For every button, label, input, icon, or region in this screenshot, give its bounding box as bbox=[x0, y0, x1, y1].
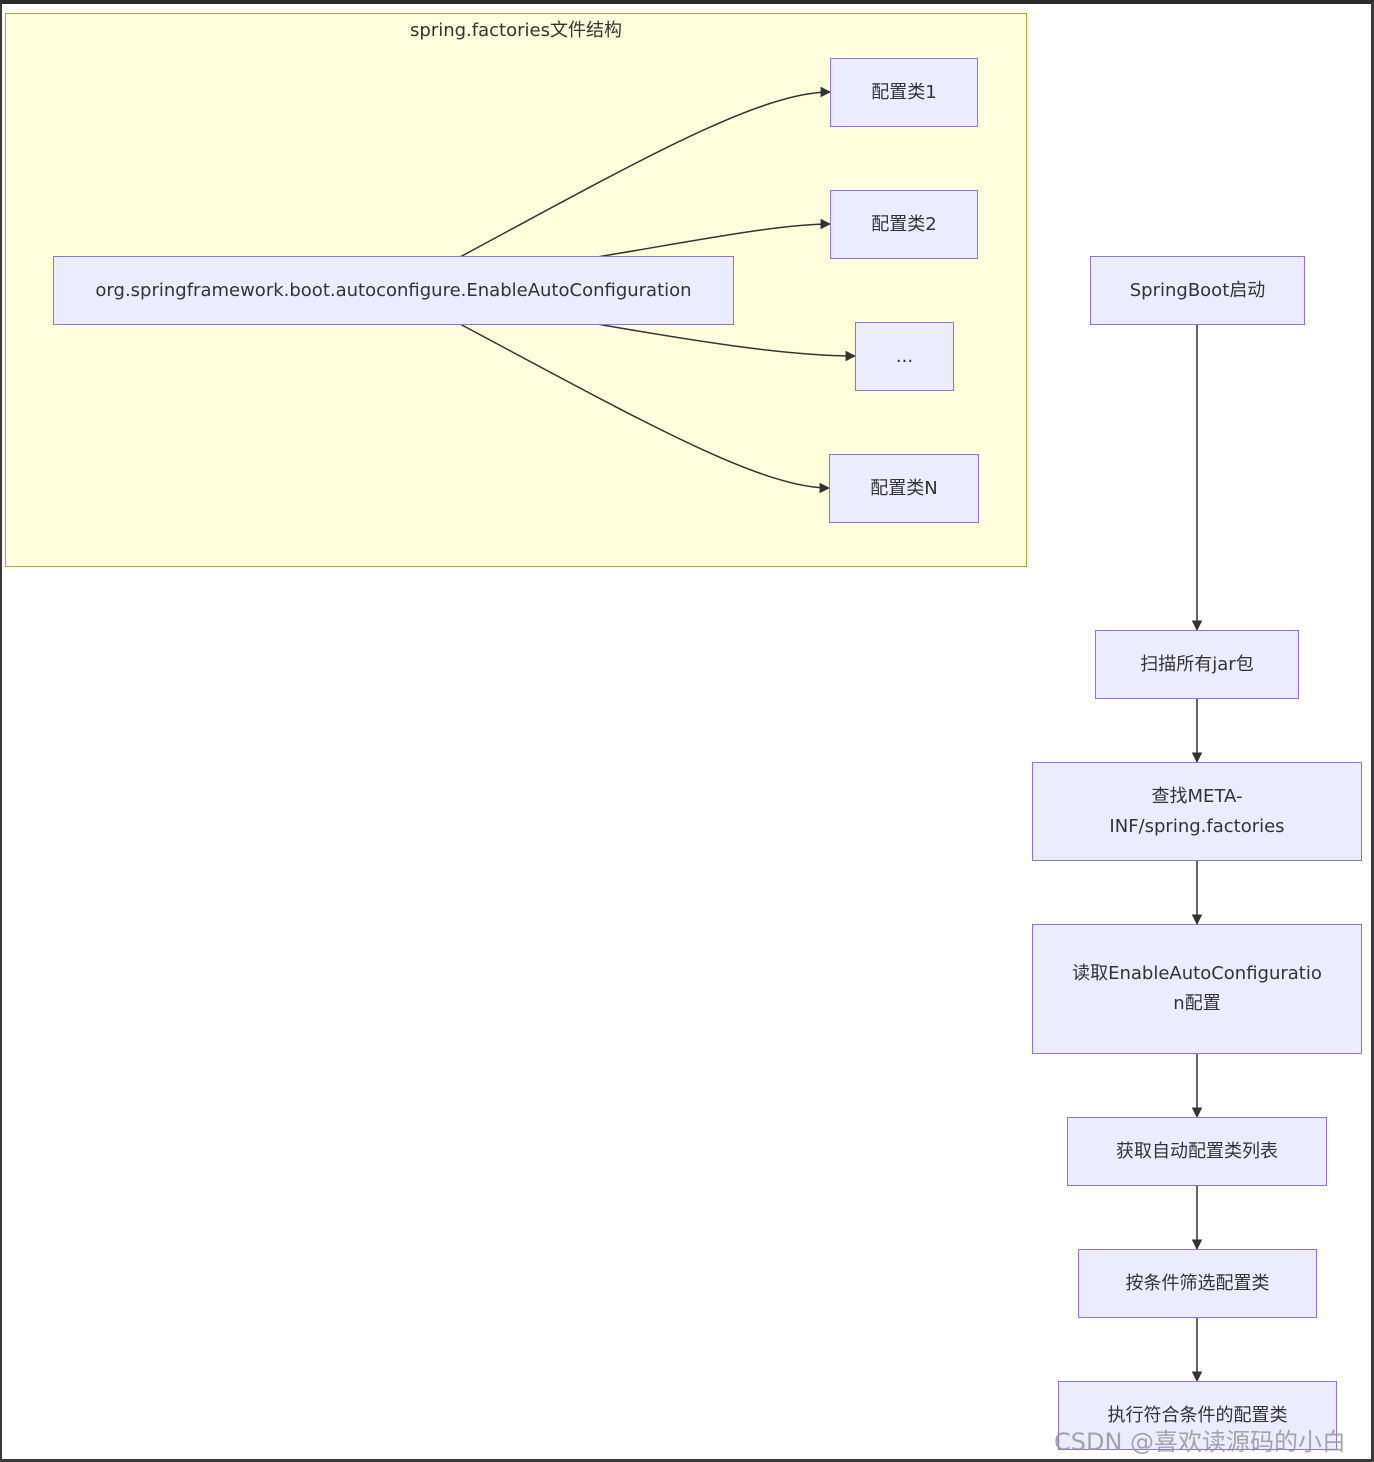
find-spring-factories-node: 查找META-INF/spring.factories bbox=[1032, 762, 1362, 861]
edge-to-config-n bbox=[459, 323, 831, 494]
config-class-n-node: 配置类N bbox=[829, 454, 979, 523]
filter-config-node: 按条件筛选配置类 bbox=[1078, 1249, 1317, 1318]
ellipsis-node: ... bbox=[855, 322, 954, 391]
execute-config-node: 执行符合条件的配置类 bbox=[1058, 1381, 1337, 1450]
read-config-node: 读取EnableAutoConfiguration配置 bbox=[1032, 924, 1362, 1054]
edge-to-config-2 bbox=[596, 218, 832, 258]
edge-to-ellipsis bbox=[596, 323, 857, 362]
edge-to-config-1 bbox=[459, 86, 832, 258]
config-class-1-node: 配置类1 bbox=[830, 58, 978, 127]
enable-auto-configuration-node: org.springframework.boot.autoconfigure.E… bbox=[53, 256, 734, 325]
cluster-title: spring.factories文件结构 bbox=[410, 20, 622, 41]
springboot-start-node: SpringBoot启动 bbox=[1090, 256, 1305, 325]
config-class-2-node: 配置类2 bbox=[830, 190, 978, 259]
get-config-list-node: 获取自动配置类列表 bbox=[1067, 1117, 1327, 1186]
watermark: CSDN @喜欢读源码的小白 bbox=[1054, 1428, 1347, 1456]
scan-jars-node: 扫描所有jar包 bbox=[1095, 630, 1299, 699]
